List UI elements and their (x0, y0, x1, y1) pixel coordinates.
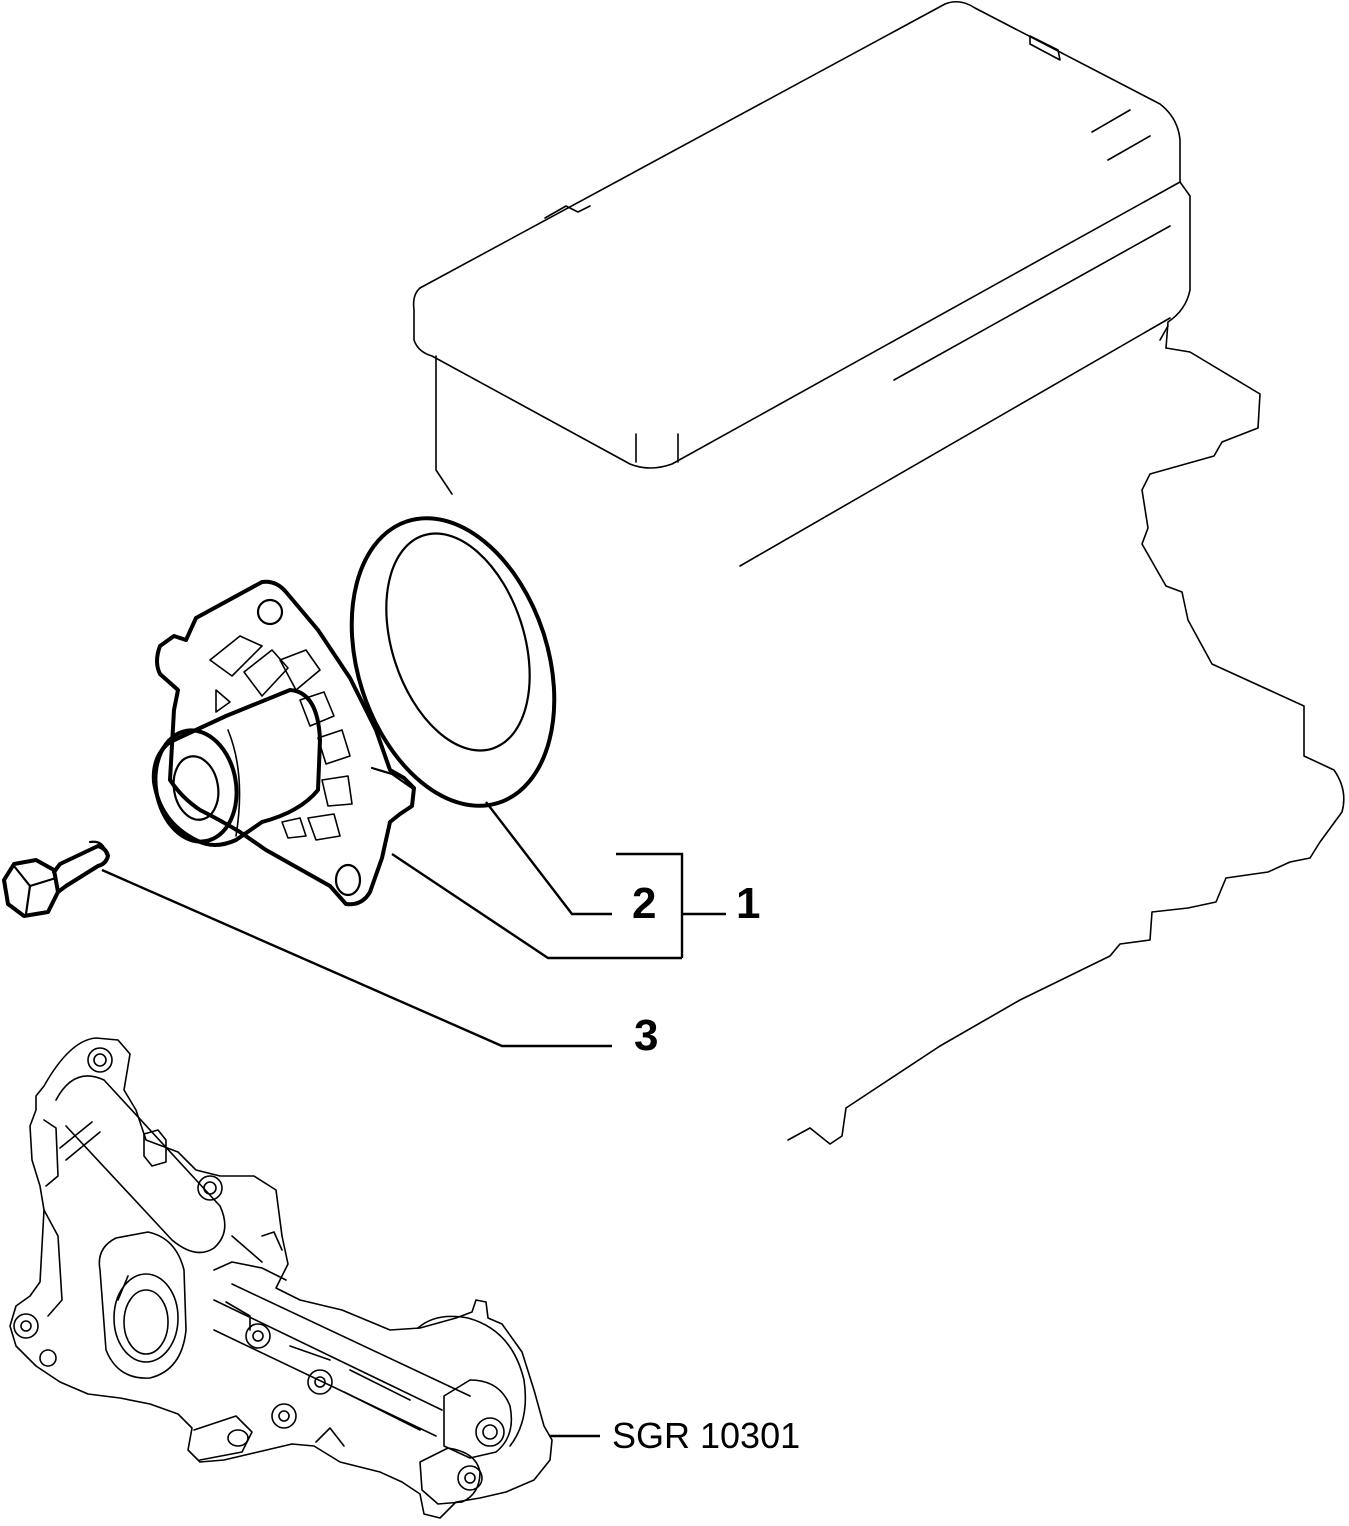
pump-body-part-1 (151, 579, 416, 907)
engine-block-outline (412, 0, 1345, 1145)
callout-1-label: 1 (736, 879, 760, 928)
callout-3-label: 3 (634, 1011, 658, 1060)
reference-code-label: SGR 10301 (612, 1415, 800, 1456)
bolt-part-3 (2, 840, 110, 918)
gasket-part-2 (349, 516, 557, 808)
front-cover-reference-drawing (9, 1037, 553, 1519)
callout-2-label: 2 (632, 879, 656, 928)
leader-lines (101, 801, 726, 1438)
